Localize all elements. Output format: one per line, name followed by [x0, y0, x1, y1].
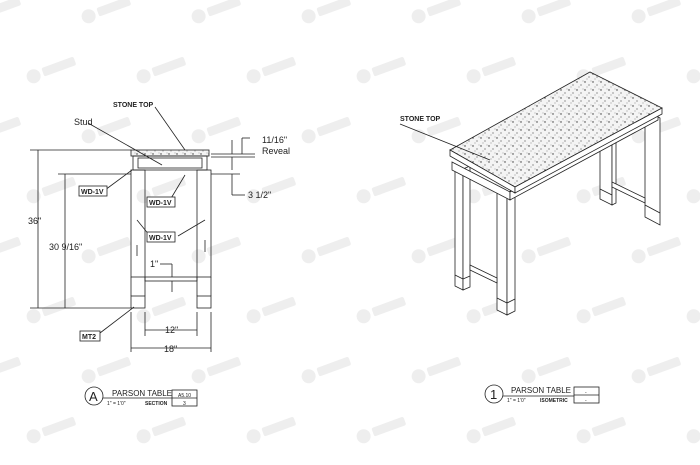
- watermark-mark: [521, 0, 571, 24]
- stone-top-section: [130, 149, 210, 157]
- watermark-mark: [0, 237, 21, 257]
- watermark-mark: [246, 417, 296, 444]
- right-foot: [196, 295, 212, 309]
- watermark-mark: [191, 237, 241, 264]
- right-leg: [196, 169, 212, 278]
- section-title-block: [84, 386, 198, 407]
- watermark-mark: [356, 297, 406, 324]
- watermark-mark: [631, 357, 681, 384]
- detail-title: PARSON TABLE: [112, 389, 172, 398]
- reveal-label: Reveal: [262, 146, 290, 156]
- material-tag: WD-1V: [149, 200, 172, 207]
- watermark-mark: [411, 357, 461, 384]
- watermark-mark: [301, 117, 351, 144]
- watermark-mark: [246, 57, 296, 84]
- watermark-mark: [356, 177, 406, 204]
- stud-label: Stud: [74, 117, 93, 127]
- detail-marker: A: [89, 389, 98, 404]
- watermark-mark: [81, 0, 131, 24]
- watermark-mark: [26, 417, 76, 444]
- watermark-mark: [81, 357, 131, 384]
- isometric-title-block: [484, 384, 600, 404]
- detail-number: 3: [183, 401, 186, 407]
- watermark-mark: [136, 297, 186, 324]
- watermark-mark: [576, 417, 626, 444]
- detail-scale: 1" = 1'0": [507, 398, 526, 404]
- left-leg: [130, 169, 146, 278]
- apron: [132, 155, 208, 171]
- detail-type: SECTION: [145, 401, 168, 407]
- stretcher: [144, 276, 198, 282]
- watermark-mark: [301, 0, 351, 24]
- detail-type: ISOMETRIC: [540, 398, 568, 404]
- reveal-dimension: 11/16": [262, 135, 287, 145]
- watermark-mark: [191, 117, 241, 144]
- watermark-mark: [301, 357, 351, 384]
- watermark-mark: [521, 237, 571, 264]
- stretcher-dimension: 1": [150, 259, 158, 269]
- detail-scale: 1" = 1'0": [107, 401, 126, 407]
- material-tag: WD-1V: [81, 189, 104, 196]
- stud: [137, 157, 203, 169]
- watermark-mark: [356, 417, 406, 444]
- inner-width-dimension: 12": [165, 325, 178, 335]
- overall-width-dimension: 18": [164, 344, 177, 354]
- section-view: [30, 106, 255, 352]
- watermark-mark: [466, 417, 516, 444]
- watermark-mark: [521, 357, 571, 384]
- detail-title: PARSON TABLE: [511, 386, 571, 395]
- watermark-mark: [686, 429, 700, 444]
- watermark-mark: [191, 0, 241, 24]
- left-foot: [130, 295, 146, 309]
- watermark-mark: [26, 297, 76, 324]
- section-tags: [78, 185, 176, 342]
- leg-height-dimension: 30 9/16": [49, 242, 82, 252]
- watermark-mark: [631, 237, 681, 264]
- watermark-mark: [576, 297, 626, 324]
- watermark-mark: [26, 177, 76, 204]
- iso-stone-top-label: STONE TOP: [400, 116, 441, 123]
- watermark-mark: [0, 357, 21, 377]
- watermark-mark: [356, 57, 406, 84]
- detail-number: -: [585, 398, 587, 404]
- overall-height-dimension: 36": [28, 216, 41, 226]
- apron-dimension: 3 1/2": [248, 190, 271, 200]
- watermark-mark: [411, 237, 461, 264]
- watermark-mark: [81, 117, 131, 144]
- sheet-number: A5.10: [178, 393, 191, 399]
- watermark-mark: [686, 69, 700, 84]
- watermark-mark: [246, 297, 296, 324]
- watermark-mark: [301, 237, 351, 264]
- back-stretcher: [611, 181, 646, 204]
- material-tag: MT2: [82, 334, 96, 341]
- watermark: [0, 0, 700, 444]
- isometric-view: [399, 71, 663, 316]
- stone-top-label: STONE TOP: [113, 102, 154, 109]
- watermark-mark: [191, 357, 241, 384]
- watermark-mark: [26, 57, 76, 84]
- side-stretcher: [469, 264, 498, 284]
- detail-marker: 1: [490, 387, 497, 402]
- watermark-mark: [136, 57, 186, 84]
- watermark-mark: [631, 0, 681, 24]
- watermark-mark: [411, 0, 461, 24]
- watermark-mark: [466, 57, 516, 84]
- watermark-mark: [81, 237, 131, 264]
- watermark-mark: [0, 117, 21, 137]
- material-tag: WD-1V: [149, 235, 172, 242]
- watermark-mark: [246, 177, 296, 204]
- watermark-mark: [0, 0, 21, 17]
- watermark-mark: [686, 189, 700, 204]
- sheet-number: -: [585, 390, 587, 396]
- watermark-mark: [686, 309, 700, 324]
- watermark-mark: [136, 417, 186, 444]
